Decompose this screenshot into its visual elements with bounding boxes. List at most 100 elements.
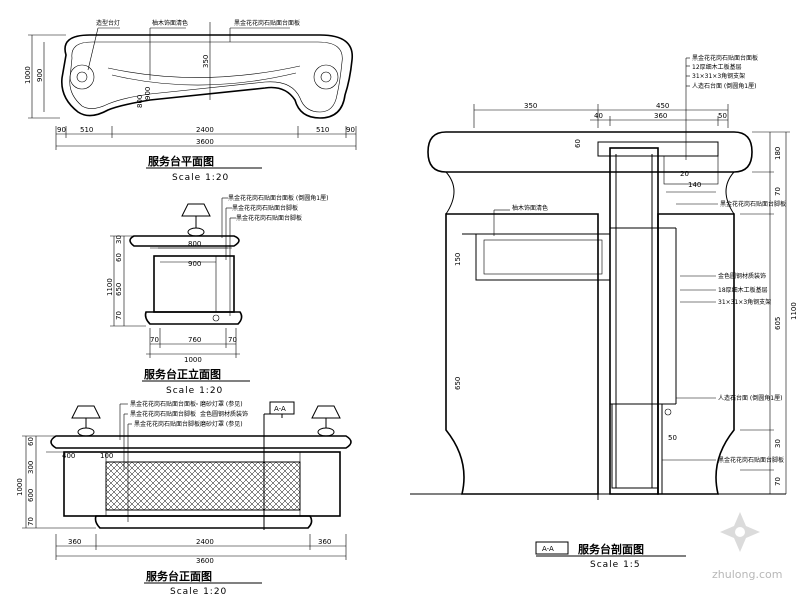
front-lamp-left — [71, 405, 101, 419]
side-dim-1100: 1100 — [106, 278, 114, 296]
sec-dim-40: 40 — [594, 112, 603, 120]
sec-dim-30: 30 — [774, 439, 782, 448]
sec-dim-50: 50 — [718, 112, 727, 120]
sec-note-top-1: 黑金花花岗石贴面台面板 — [692, 54, 758, 62]
side-note-2: 黑金花花岗石贴面台脚板 — [232, 204, 298, 212]
plan-dim-inner: 900 — [36, 69, 44, 82]
sec-dim-20: 20 — [680, 170, 689, 178]
side-dim-top: 800 — [188, 240, 201, 248]
front-hatched-panel — [105, 461, 301, 511]
side-title: 服务台正立面图 — [144, 367, 221, 381]
plan-dim-left: 510 — [80, 126, 93, 134]
sec-note-right-4: 31×31×3角钢支架 — [718, 298, 771, 306]
sec-dim-450: 450 — [656, 102, 669, 110]
front-elevation: A-A 400 100 360 2400 360 3600 60 300 600… — [16, 400, 352, 597]
sec-note-right-5: 人造石台面 (倒圆角1厘) — [718, 394, 782, 402]
plan-note-teak: 柚木饰面清色 — [152, 19, 188, 27]
section-top-slab — [427, 131, 753, 173]
front-note-4: 磨砂灯罩 (参见) — [200, 400, 243, 408]
sec-note-left-1: 柚木饰面清色 — [512, 204, 548, 212]
sec-dim-50b: 50 — [668, 434, 677, 442]
watermark: zhulong.com — [712, 512, 782, 581]
front-base — [94, 515, 313, 529]
plan-dim-mid: 2400 — [196, 126, 214, 134]
plan-dim-800: 800 — [136, 95, 144, 108]
front-dim-left: 360 — [68, 538, 81, 546]
plan-outline — [61, 34, 353, 119]
sec-dim-1100: 1100 — [790, 302, 798, 320]
front-note-6: 磨砂灯罩 (参见) — [200, 420, 243, 428]
plan-note-granite: 黑金花花岗石贴面台面板 — [234, 19, 300, 27]
front-dim-600: 600 — [27, 489, 35, 502]
front-dim-300: 300 — [27, 461, 35, 474]
front-dim-total: 3600 — [196, 557, 214, 565]
plan-note-lamp: 造型台灯 — [96, 19, 120, 27]
section-body-right — [657, 213, 735, 495]
front-lamp-right — [311, 405, 341, 419]
front-note-3: 黑金花花岗石贴面台脚板 — [134, 420, 200, 428]
side-note-3: 黑金花花岗石贴面台脚板 — [236, 214, 302, 222]
plan-dim-total: 3600 — [196, 138, 214, 146]
front-dim-mid: 2400 — [196, 538, 214, 546]
side-base — [144, 311, 243, 325]
side-dim-70l: 70 — [150, 336, 159, 344]
sec-note-right-2: 金色圆钢材质装饰 — [718, 272, 766, 280]
side-dim-total: 1000 — [184, 356, 202, 364]
plan-dim-depth: 1000 — [24, 66, 32, 84]
front-dim-right: 360 — [318, 538, 331, 546]
sec-dim-180: 180 — [774, 147, 782, 160]
side-dim-70: 70 — [115, 311, 123, 320]
plan-dim-900: 900 — [144, 87, 152, 100]
front-section-marker: A-A — [274, 405, 286, 413]
section-scale: Scale 1:5 — [590, 560, 641, 570]
sec-dim-650: 650 — [454, 377, 462, 390]
front-dim-70: 70 — [27, 517, 35, 526]
sec-dim-70b: 70 — [774, 477, 782, 486]
sec-dim-605: 605 — [774, 317, 782, 330]
sec-dim-60: 60 — [574, 139, 582, 148]
side-dim-60: 60 — [115, 253, 123, 262]
front-top-slab — [50, 435, 352, 449]
section-title: 服务台剖面图 — [578, 542, 644, 556]
plan-dim-edge-r: 90 — [346, 126, 355, 134]
side-dim-650: 650 — [115, 283, 123, 296]
sec-dim-140: 140 — [688, 181, 701, 189]
plan-dim-edge-l: 90 — [57, 126, 66, 134]
front-note-5: 金色圆钢材质装饰 — [200, 410, 248, 418]
sec-note-top-4: 人造石台面 (倒圆角1厘) — [692, 82, 756, 90]
sec-dim-360: 360 — [654, 112, 667, 120]
side-dim-30: 30 — [115, 235, 123, 244]
plan-title: 服务台平面图 — [148, 154, 214, 168]
side-note-1: 黑金花花岗石贴面台面板 (倒圆角1厘) — [228, 194, 328, 202]
lamp-base-left — [69, 64, 95, 90]
section-marker-box — [535, 541, 569, 555]
side-dim-70r: 70 — [228, 336, 237, 344]
front-dim-60: 60 — [27, 437, 35, 446]
section-column — [609, 147, 659, 495]
plan-scale: Scale 1:20 — [172, 173, 229, 183]
front-note-2: 黑金花花岗石贴面台脚板 — [130, 410, 196, 418]
section-marker: A-A — [542, 545, 554, 553]
section-drawer — [475, 233, 611, 281]
watermark-logo-icon — [720, 512, 760, 552]
side-dim-inner: 900 — [188, 260, 201, 268]
front-title: 服务台正面图 — [146, 569, 212, 583]
lamp-base-right — [313, 64, 339, 90]
section-body-left — [445, 213, 599, 495]
front-note-1: 黑金花花岗石贴面台面板 — [130, 400, 196, 408]
side-top-slab — [129, 235, 240, 247]
sec-note-right-1: 黑金花花岗石贴面台脚板 — [720, 200, 786, 208]
sec-note-top-2: 12厚细木工板基层 — [692, 63, 742, 71]
front-dim-400: 400 — [62, 452, 75, 460]
side-elevation: 800 900 70 760 70 1000 30 60 650 1100 70… — [106, 194, 328, 396]
section-view: 350 450 40 360 50 60 20 140 180 70 605 1… — [410, 54, 798, 570]
watermark-text: zhulong.com — [712, 568, 782, 581]
sec-dim-350: 350 — [524, 102, 537, 110]
plan-dim-right: 510 — [316, 126, 329, 134]
sec-note-top-3: 31×31×3角钢支架 — [692, 72, 745, 80]
sec-note-right-6: 黑金花花岗石贴面台脚板 — [718, 456, 784, 464]
sec-note-right-3: 18厚细木工板基层 — [718, 286, 768, 294]
front-dim-1000: 1000 — [16, 478, 24, 496]
sec-dim-70: 70 — [774, 187, 782, 196]
